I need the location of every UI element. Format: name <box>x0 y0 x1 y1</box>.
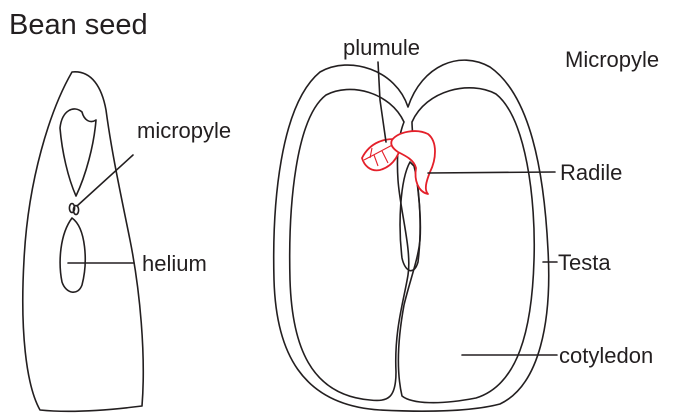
radile-leader-line <box>428 172 555 173</box>
helium-label: helium <box>142 251 207 276</box>
radile-label: Radile <box>560 160 622 185</box>
plumule-label: plumule <box>343 35 420 60</box>
micropyle-left-label: micropyle <box>137 118 231 143</box>
micropyle-right-label: Micropyle <box>565 47 659 72</box>
cotyledon-label: cotyledon <box>559 343 653 368</box>
diagram-title: Bean seed <box>9 9 148 41</box>
testa-label: Testa <box>558 250 611 275</box>
